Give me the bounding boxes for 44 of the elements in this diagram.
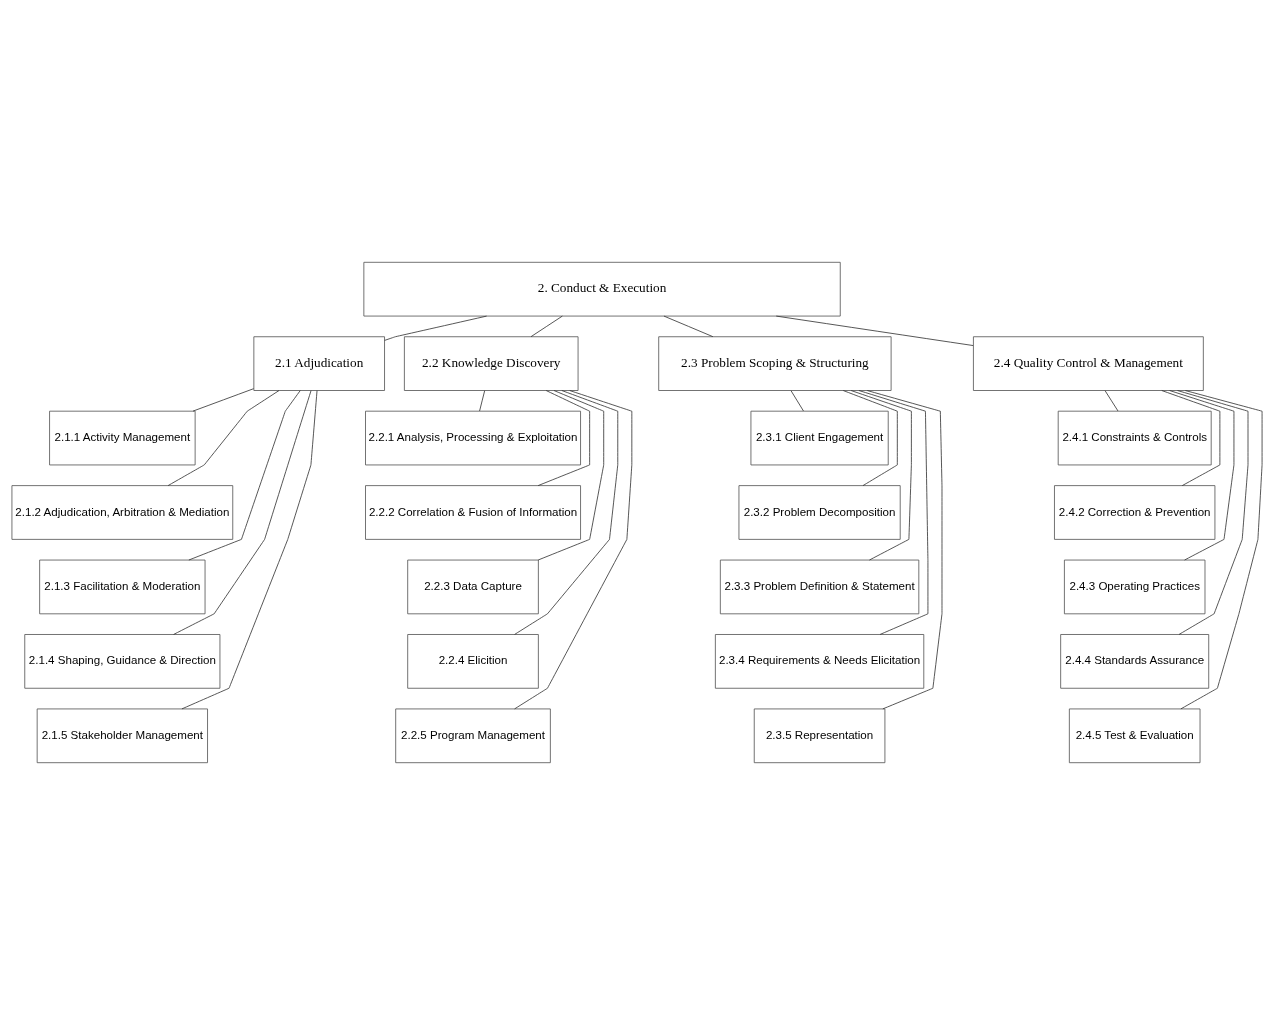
- node-box: 2.1 Adjudication: [253, 336, 385, 391]
- connector: [1104, 390, 1119, 412]
- connector: [775, 315, 974, 346]
- connector: [790, 390, 804, 412]
- node-box: 2.4.1 Constraints & Controls: [1057, 410, 1212, 466]
- node-box: 2.3.2 Problem Decomposition: [738, 485, 901, 540]
- node-box: 2.3.1 Client Engagement: [750, 410, 889, 466]
- node-box: 2.1.3 Facilitation & Moderation: [39, 559, 206, 615]
- node-box: 2.4.3 Operating Practices: [1063, 559, 1206, 615]
- connector: [850, 390, 912, 561]
- connector: [384, 315, 487, 341]
- connector: [537, 390, 605, 561]
- connector: [530, 315, 563, 338]
- node-box: 2.1.1 Activity Management: [49, 410, 196, 466]
- node-box: 2.1.4 Shaping, Guidance & Direction: [24, 634, 221, 689]
- node-box: 2.4.2 Correction & Prevention: [1054, 485, 1216, 540]
- connector: [842, 390, 898, 486]
- node-box: 2.2.2 Correlation & Fusion of Information: [365, 485, 581, 540]
- connector: [173, 390, 312, 635]
- node-box: 2.4.4 Standards Assurance: [1060, 634, 1210, 689]
- connector: [167, 390, 280, 486]
- connector: [514, 390, 633, 710]
- connector: [1161, 390, 1221, 486]
- node-box: 2.2 Knowledge Discovery: [403, 336, 579, 391]
- node-box: 2.4.5 Test & Evaluation: [1068, 708, 1201, 764]
- connector: [479, 390, 486, 412]
- connector: [1169, 390, 1235, 561]
- connector: [192, 388, 255, 412]
- node-box: 2.2.5 Program Management: [395, 708, 551, 764]
- node-box: 2.3.3 Problem Definition & Statement: [719, 559, 920, 615]
- connector: [866, 390, 943, 710]
- node-box: 2.3.5 Representation: [753, 708, 886, 764]
- connector: [188, 390, 301, 561]
- connector: [1177, 390, 1249, 635]
- node-box: 2.1.5 Stakeholder Management: [36, 708, 208, 764]
- node-box: 2.2.3 Data Capture: [407, 559, 539, 615]
- connector: [1180, 390, 1263, 710]
- node-box: 2.3.4 Requirements & Needs Elicitation: [714, 634, 925, 689]
- node-box: 2.2.1 Analysis, Processing & Exploitation: [365, 410, 581, 466]
- node-box: 2.2.4 Elicition: [407, 634, 539, 689]
- node-box: 2. Conduct & Execution: [363, 261, 841, 317]
- node-box: 2.4 Quality Control & Management: [973, 336, 1204, 391]
- node-box: 2.1.2 Adjudication, Arbitration & Mediation: [11, 485, 234, 540]
- node-box: 2.3 Problem Scoping & Structuring: [658, 336, 892, 391]
